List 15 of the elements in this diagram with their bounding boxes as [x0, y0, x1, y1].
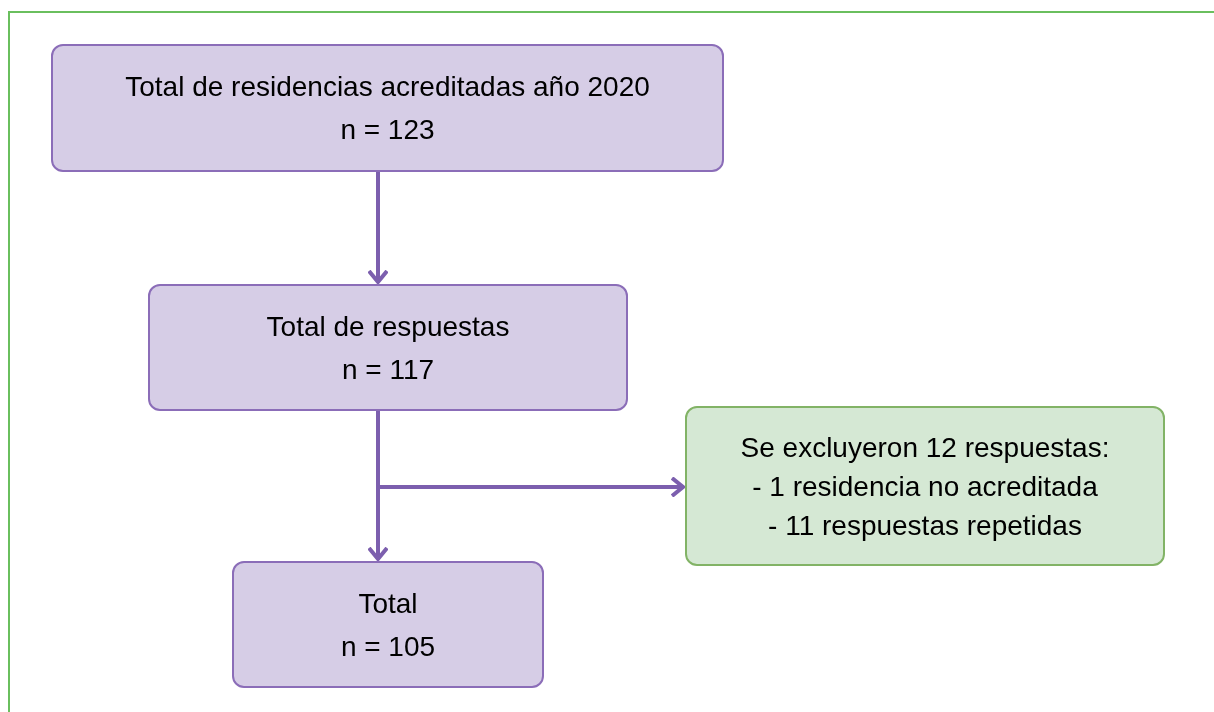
- exclusion-text: - 1 residencia no acreditada: [752, 469, 1098, 504]
- exclusion-box: [685, 406, 1165, 566]
- process-box: [232, 561, 544, 688]
- box-title: Total de respuestas: [266, 309, 510, 344]
- exclusion-text: - 11 respuestas repetidas: [768, 508, 1082, 543]
- arrow: [367, 172, 389, 284]
- process-box: [148, 284, 628, 411]
- count-text: n = 105: [340, 629, 436, 664]
- box-title: Total: [358, 586, 418, 621]
- process-box: [51, 44, 724, 172]
- box-title: Total de residencias acreditadas año 2020: [125, 70, 650, 104]
- arrow: [376, 411, 685, 498]
- count-text: n = 117: [341, 352, 435, 387]
- exclusion-text: Se excluyeron 12 respuestas:: [740, 430, 1110, 465]
- count-text: n = 123: [340, 113, 435, 147]
